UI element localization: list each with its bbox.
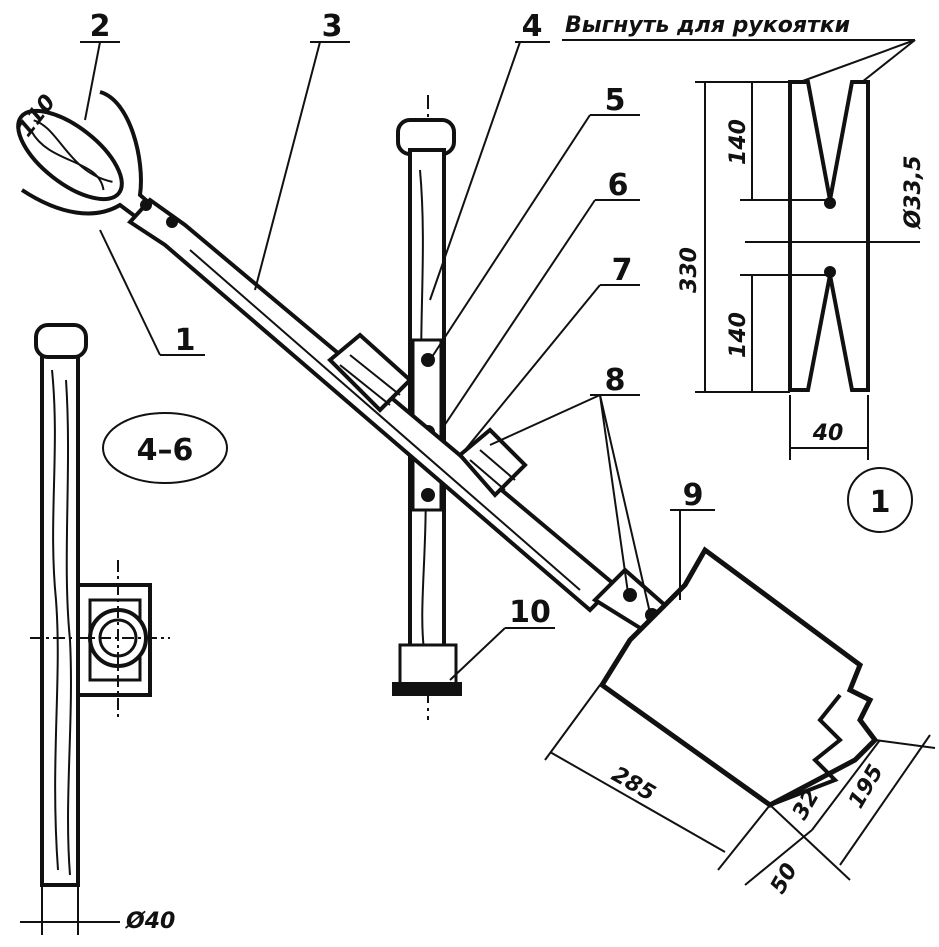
dim-330: 330	[677, 247, 702, 293]
dim-40: 40	[812, 421, 844, 446]
dim-140-bottom: 140	[726, 312, 751, 358]
section-label: 4–6	[137, 433, 194, 468]
callout-5: 5	[605, 83, 626, 118]
bend-caption: Выгнуть для рукоятки	[565, 13, 850, 38]
dim-140-top: 140	[726, 119, 751, 165]
callout-9: 9	[683, 478, 704, 513]
callout-10: 10	[509, 595, 551, 630]
callout-6: 6	[608, 168, 629, 203]
dim-dia40: Ø40	[124, 909, 175, 934]
callout-3: 3	[322, 9, 343, 44]
section-view-label	[102, 412, 228, 484]
callout-4: 4	[522, 9, 543, 44]
vertical-handle	[392, 95, 462, 720]
detail-bracket	[695, 39, 920, 533]
callout-8: 8	[605, 363, 626, 398]
diagonal-shovel	[16, 90, 879, 808]
callout-1: 1	[175, 323, 196, 358]
dim-dia33-5: Ø33,5	[901, 156, 926, 231]
callout-7: 7	[612, 253, 633, 288]
dim-50: 50	[766, 859, 803, 898]
blade-dimensions	[544, 684, 936, 886]
side-view-handle	[20, 323, 170, 935]
callout-leaders	[80, 41, 715, 681]
callout-2: 2	[90, 9, 111, 44]
detail-label: 1	[870, 485, 891, 520]
